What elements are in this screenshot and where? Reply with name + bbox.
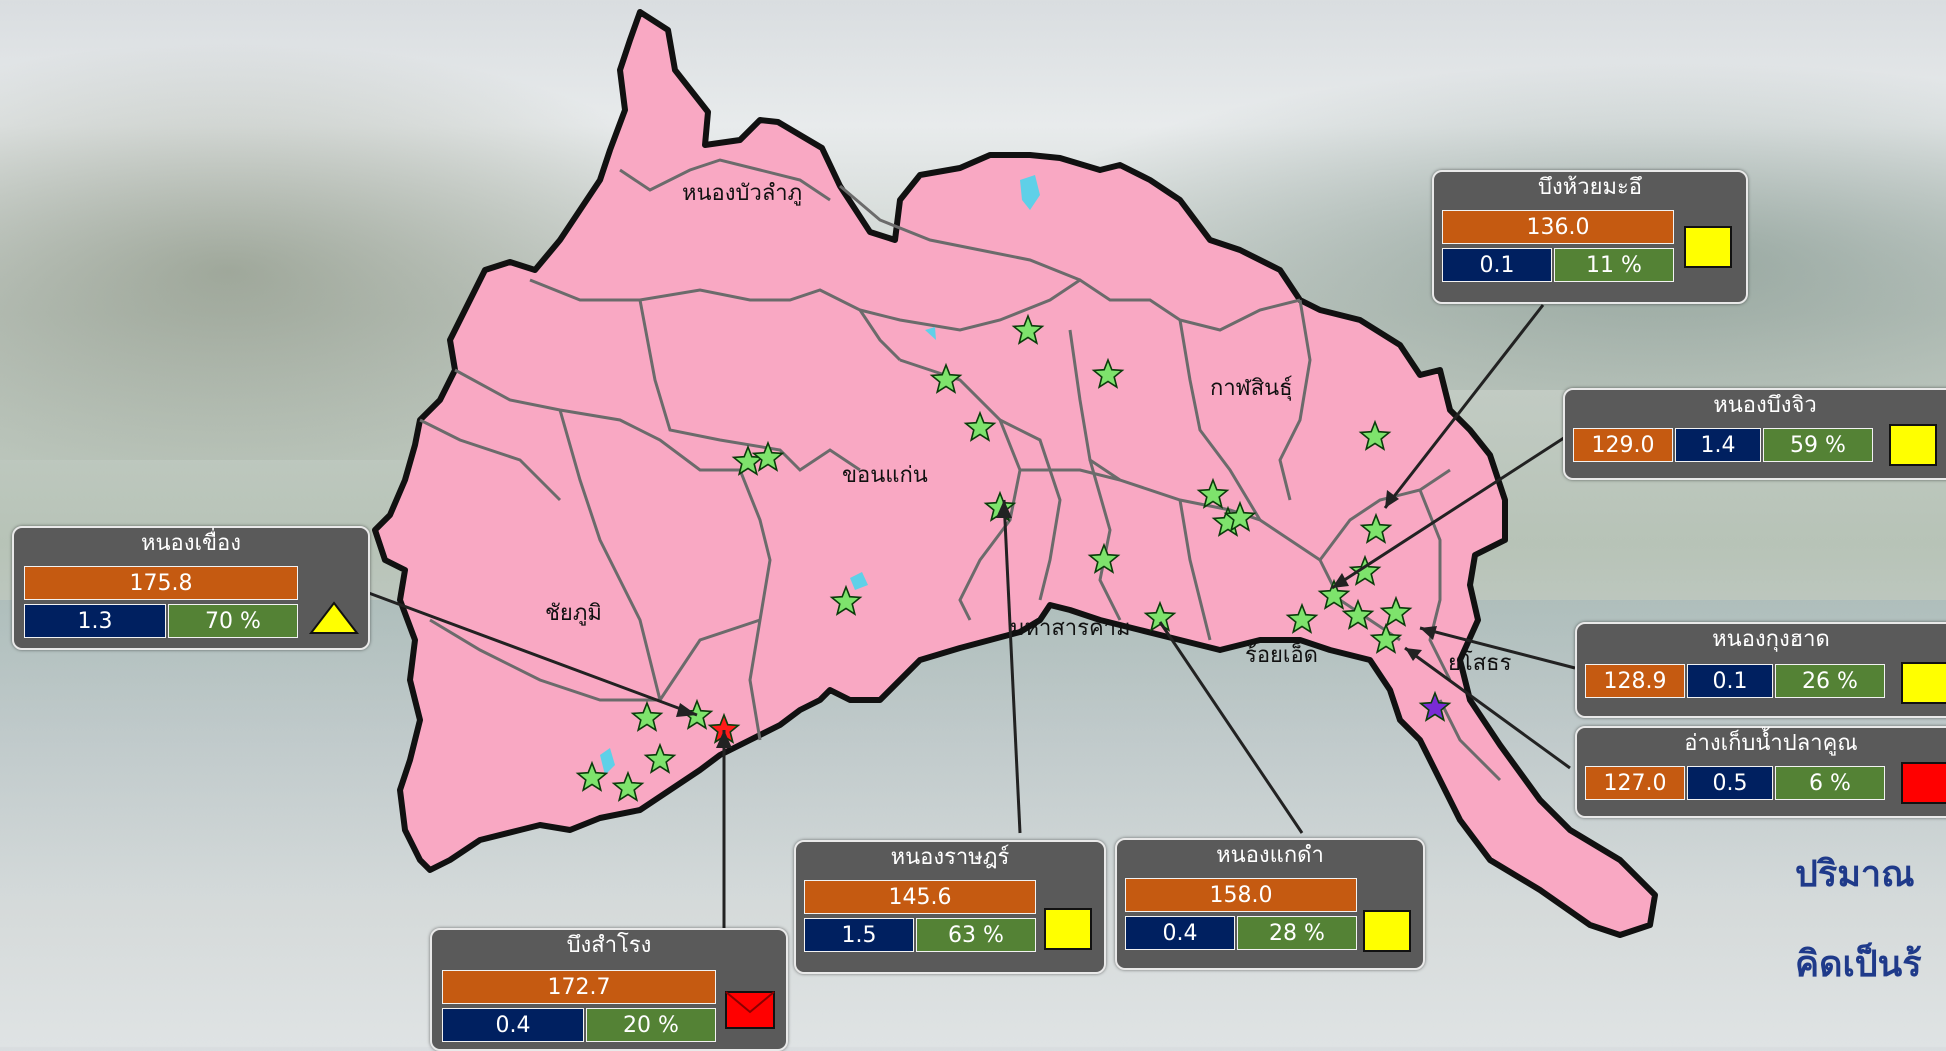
region-outline	[372, 9, 1658, 938]
right-info-text-2: คิดเป็นร้	[1795, 944, 1922, 985]
reservoir-volume: 128.9	[1585, 664, 1685, 698]
station-star-icon	[1359, 512, 1393, 544]
reservoir-percent: 20 %	[586, 1008, 716, 1042]
yellow-square-icon	[1363, 910, 1411, 952]
red-square-icon	[1901, 762, 1946, 804]
reservoir-name: บึงห้วยมะอึ	[1538, 175, 1642, 200]
label-province-6: ร้อยเอ็ด	[1245, 640, 1318, 668]
station-star-icon	[575, 760, 609, 792]
station-star-icon	[929, 362, 963, 394]
reservoir-name: บึงสำโรง	[566, 933, 652, 958]
reservoir-percent: 28 %	[1237, 916, 1357, 950]
reservoir-callout-7: หนองแกดำ 158.0 0.4 28 %	[1115, 838, 1425, 970]
reservoir-inflow: 0.4	[1125, 916, 1235, 950]
reservoir-volume: 127.0	[1585, 766, 1685, 800]
leader-arrowheads	[676, 490, 1437, 748]
label-province-2: ขอนแก่น	[842, 463, 928, 488]
station-star-icon	[1341, 598, 1375, 630]
station-star-icon	[611, 770, 645, 802]
red-envelope-icon	[725, 991, 775, 1029]
station-star-icon	[1369, 622, 1403, 654]
reservoir-callout-8: บึงสำโรง 172.7 0.4 20 %	[430, 928, 788, 1051]
station-star-icon	[1011, 313, 1045, 345]
reservoir-callout-4: หนองกุงฮาด 128.9 0.1 26 %	[1575, 622, 1946, 718]
reservoir-inflow: 0.1	[1687, 664, 1773, 698]
map-labels: หนองบัวลำภู ขอนแก่น กาฬสินธุ์ ชัยภูมิ มห…	[545, 181, 1512, 676]
reservoir-volume: 145.6	[804, 880, 1036, 914]
station-star-icon	[751, 440, 785, 472]
label-province-5: มหาสารคาม	[1010, 616, 1131, 641]
leader-lines	[365, 304, 1576, 933]
station-star-icon	[1087, 542, 1121, 574]
station-star-icon	[1358, 419, 1392, 451]
reservoir-inflow: 0.1	[1442, 248, 1552, 282]
reservoir-volume: 158.0	[1125, 878, 1357, 912]
station-star-icon	[829, 584, 863, 616]
station-star-icon	[643, 742, 677, 774]
reservoir-percent: 11 %	[1554, 248, 1674, 282]
yellow-square-icon	[1044, 908, 1092, 950]
reservoir-callout-1: บึงห้วยมะอึ 136.0 0.1 11 %	[1432, 170, 1748, 304]
reservoir-callout-3: หนองเขื่อง 175.8 1.3 70 %	[12, 526, 370, 650]
reservoir-percent: 26 %	[1775, 664, 1885, 698]
reservoir-inflow: 0.4	[442, 1008, 584, 1042]
reservoir-callout-5: อ่างเก็บน้ำปลาคูณ 127.0 0.5 6 %	[1575, 726, 1946, 818]
yellow-square-icon	[1684, 226, 1732, 268]
station-star-icon	[1091, 357, 1125, 389]
station-star-icon	[963, 410, 997, 442]
station-star-icon	[1348, 554, 1382, 586]
reservoir-name: หนองเขื่อง	[140, 531, 241, 556]
reservoir-inflow: 1.4	[1675, 428, 1761, 462]
reservoir-percent: 63 %	[916, 918, 1036, 952]
yellow-square-icon	[1889, 424, 1937, 466]
label-province-1: หนองบัวลำภู	[682, 181, 802, 206]
reservoir-callout-2: หนองบึงจิว 129.0 1.4 59 %	[1563, 388, 1946, 480]
station-star-icon	[1379, 595, 1413, 627]
station-star-icon	[1317, 578, 1351, 610]
reservoir-percent: 59 %	[1763, 428, 1873, 462]
station-star-icon	[1196, 477, 1230, 509]
yellow-square-icon	[1901, 662, 1946, 704]
reservoir-volume: 136.0	[1442, 210, 1674, 244]
reservoir-volume: 172.7	[442, 970, 716, 1004]
station-star-icon	[630, 700, 664, 732]
reservoir-inflow: 0.5	[1687, 766, 1773, 800]
reservoir-name: หนองแกดำ	[1216, 843, 1324, 868]
reservoir-name: หนองราษฎร์	[890, 845, 1010, 870]
station-star-icon	[1285, 602, 1319, 634]
reservoir-volume: 129.0	[1573, 428, 1673, 462]
reservoir-callout-6: หนองราษฎร์ 145.6 1.5 63 %	[794, 840, 1106, 974]
reservoir-percent: 6 %	[1775, 766, 1885, 800]
station-star-icon	[1223, 500, 1257, 532]
reservoir-inflow: 1.5	[804, 918, 914, 952]
label-province-4: ชัยภูมิ	[545, 601, 602, 626]
reservoir-name: หนองบึงจิว	[1713, 393, 1817, 418]
reservoir-inflow: 1.3	[24, 604, 166, 638]
station-markers	[575, 313, 1452, 802]
label-province-7: ยโสธร	[1448, 650, 1512, 676]
reservoir-name: หนองกุงฮาด	[1712, 627, 1830, 652]
right-info-text-1: ปริมาณ	[1795, 854, 1915, 895]
station-star-purple-icon	[1418, 690, 1452, 722]
reservoir-percent: 70 %	[168, 604, 298, 638]
label-province-3: กาฬสินธุ์	[1210, 376, 1293, 401]
reservoir-name: อ่างเก็บน้ำปลาคูณ	[1684, 731, 1858, 756]
yellow-triangle-icon	[308, 601, 360, 634]
reservoir-volume: 175.8	[24, 566, 298, 600]
water-bodies	[600, 175, 1040, 775]
